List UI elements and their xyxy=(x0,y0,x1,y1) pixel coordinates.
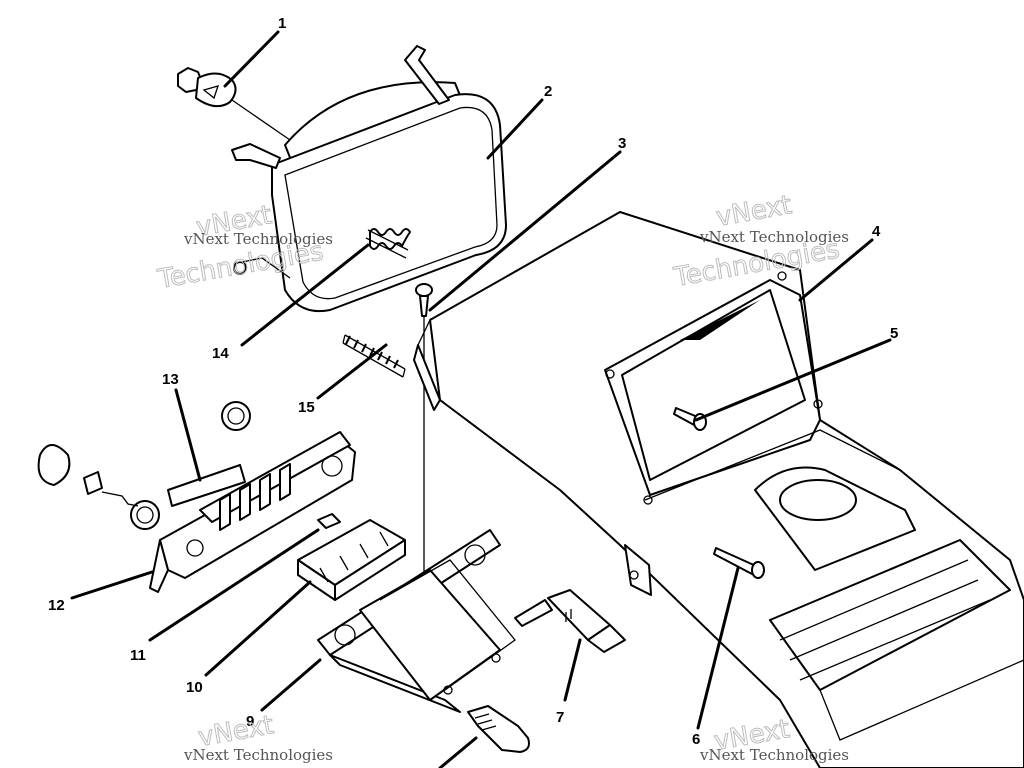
leader-13 xyxy=(174,388,202,482)
callout-numbers: 1 2 3 4 5 6 7 9 10 11 12 13 14 15 xyxy=(48,15,898,748)
svg-text:vNext: vNext xyxy=(714,190,794,233)
part-5-screw xyxy=(673,407,707,431)
leader-7 xyxy=(563,638,582,702)
callout-6: 6 xyxy=(692,731,700,748)
callout-2: 2 xyxy=(544,83,552,100)
callout-3: 3 xyxy=(618,135,626,152)
callout-10: 10 xyxy=(186,679,203,696)
callout-7: 7 xyxy=(556,709,564,726)
leader-5 xyxy=(694,338,892,422)
part-14-spring xyxy=(365,228,412,259)
leader-lines xyxy=(70,30,892,768)
leader-9 xyxy=(260,658,322,712)
watermark-bottom-left: vNext vNext Technologies xyxy=(183,710,333,764)
callout-5: 5 xyxy=(890,325,898,342)
part-8-bulb xyxy=(467,705,530,753)
callout-15: 15 xyxy=(298,399,315,416)
svg-text:vNext Technologies: vNext Technologies xyxy=(699,746,849,764)
part-11-pin xyxy=(317,513,341,529)
leader-11 xyxy=(148,528,320,642)
callout-14: 14 xyxy=(212,345,229,362)
callout-13: 13 xyxy=(162,371,179,388)
part-12-bracket xyxy=(37,431,356,593)
part-6-screw xyxy=(713,547,765,579)
callout-9: 9 xyxy=(246,713,254,730)
callout-11: 11 xyxy=(130,647,146,664)
leader-14 xyxy=(240,243,370,347)
leader-15 xyxy=(316,343,388,400)
leader-6 xyxy=(696,566,740,730)
svg-text:vNext Technologies: vNext Technologies xyxy=(183,746,333,764)
callout-4: 4 xyxy=(872,223,881,240)
leader-10 xyxy=(204,580,312,677)
watermark-bottom-right: vNext vNext Technologies xyxy=(699,714,849,764)
svg-text:vNext Technologies: vNext Technologies xyxy=(183,230,333,248)
leader-3 xyxy=(428,150,622,312)
callout-1: 1 xyxy=(278,15,286,32)
part-13-plate xyxy=(167,401,251,507)
leader-12 xyxy=(70,570,154,600)
part-9-bracket xyxy=(317,529,516,713)
part-2-headlight-housing xyxy=(231,45,507,312)
part-7-switch xyxy=(514,589,626,653)
leader-8 xyxy=(438,736,478,768)
part-1-bulb xyxy=(177,67,291,141)
part-4-dash-panel xyxy=(413,211,1024,768)
leader-1 xyxy=(223,30,280,88)
leader-4 xyxy=(798,238,874,302)
callout-12: 12 xyxy=(48,597,65,614)
svg-text:vNext Technologies: vNext Technologies xyxy=(699,228,849,246)
leader-2 xyxy=(486,98,544,160)
part-10-switch-block xyxy=(297,519,406,601)
